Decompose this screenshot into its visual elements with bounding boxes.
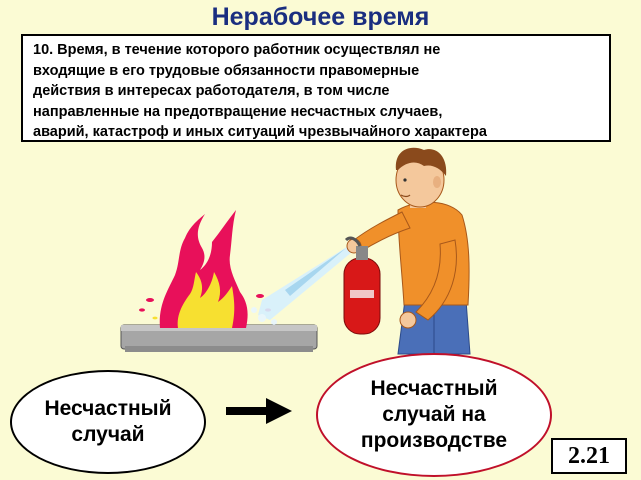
definition-line: аварий, катастроф и иных ситуаций чрезвы… (33, 124, 487, 140)
definition-line: действия в интересах работодателя, в том… (33, 83, 390, 99)
arrow-right-icon (226, 398, 292, 424)
workplace-accident-oval: Несчастный случай на производстве (316, 353, 552, 477)
fire-extinguisher-icon (343, 236, 381, 335)
flame-icon (139, 210, 271, 328)
fire-tray (120, 324, 318, 352)
definition-line: направленные на предотвращение несчастны… (33, 103, 443, 120)
slide-number: 2.21 (551, 438, 627, 474)
workplace-accident-label-line: Несчастный (370, 377, 498, 400)
person-figure (346, 147, 471, 355)
page-title: Нерабочее время (211, 3, 430, 31)
workplace-accident-label-line: производстве (360, 429, 508, 452)
accident-label-line: Несчастный (44, 397, 172, 420)
definition-line: 10. Время, в течение которого работник о… (33, 42, 441, 58)
definition-line: входящие в его трудовые обязанности прав… (33, 62, 420, 79)
definition-box: 10. Время, в течение которого работник о… (21, 34, 611, 142)
accident-oval: Несчастный случай (10, 370, 206, 474)
accident-label-line: случай (71, 423, 145, 446)
workplace-accident-label-line: случай на (382, 403, 486, 426)
spray-stream (251, 245, 352, 325)
